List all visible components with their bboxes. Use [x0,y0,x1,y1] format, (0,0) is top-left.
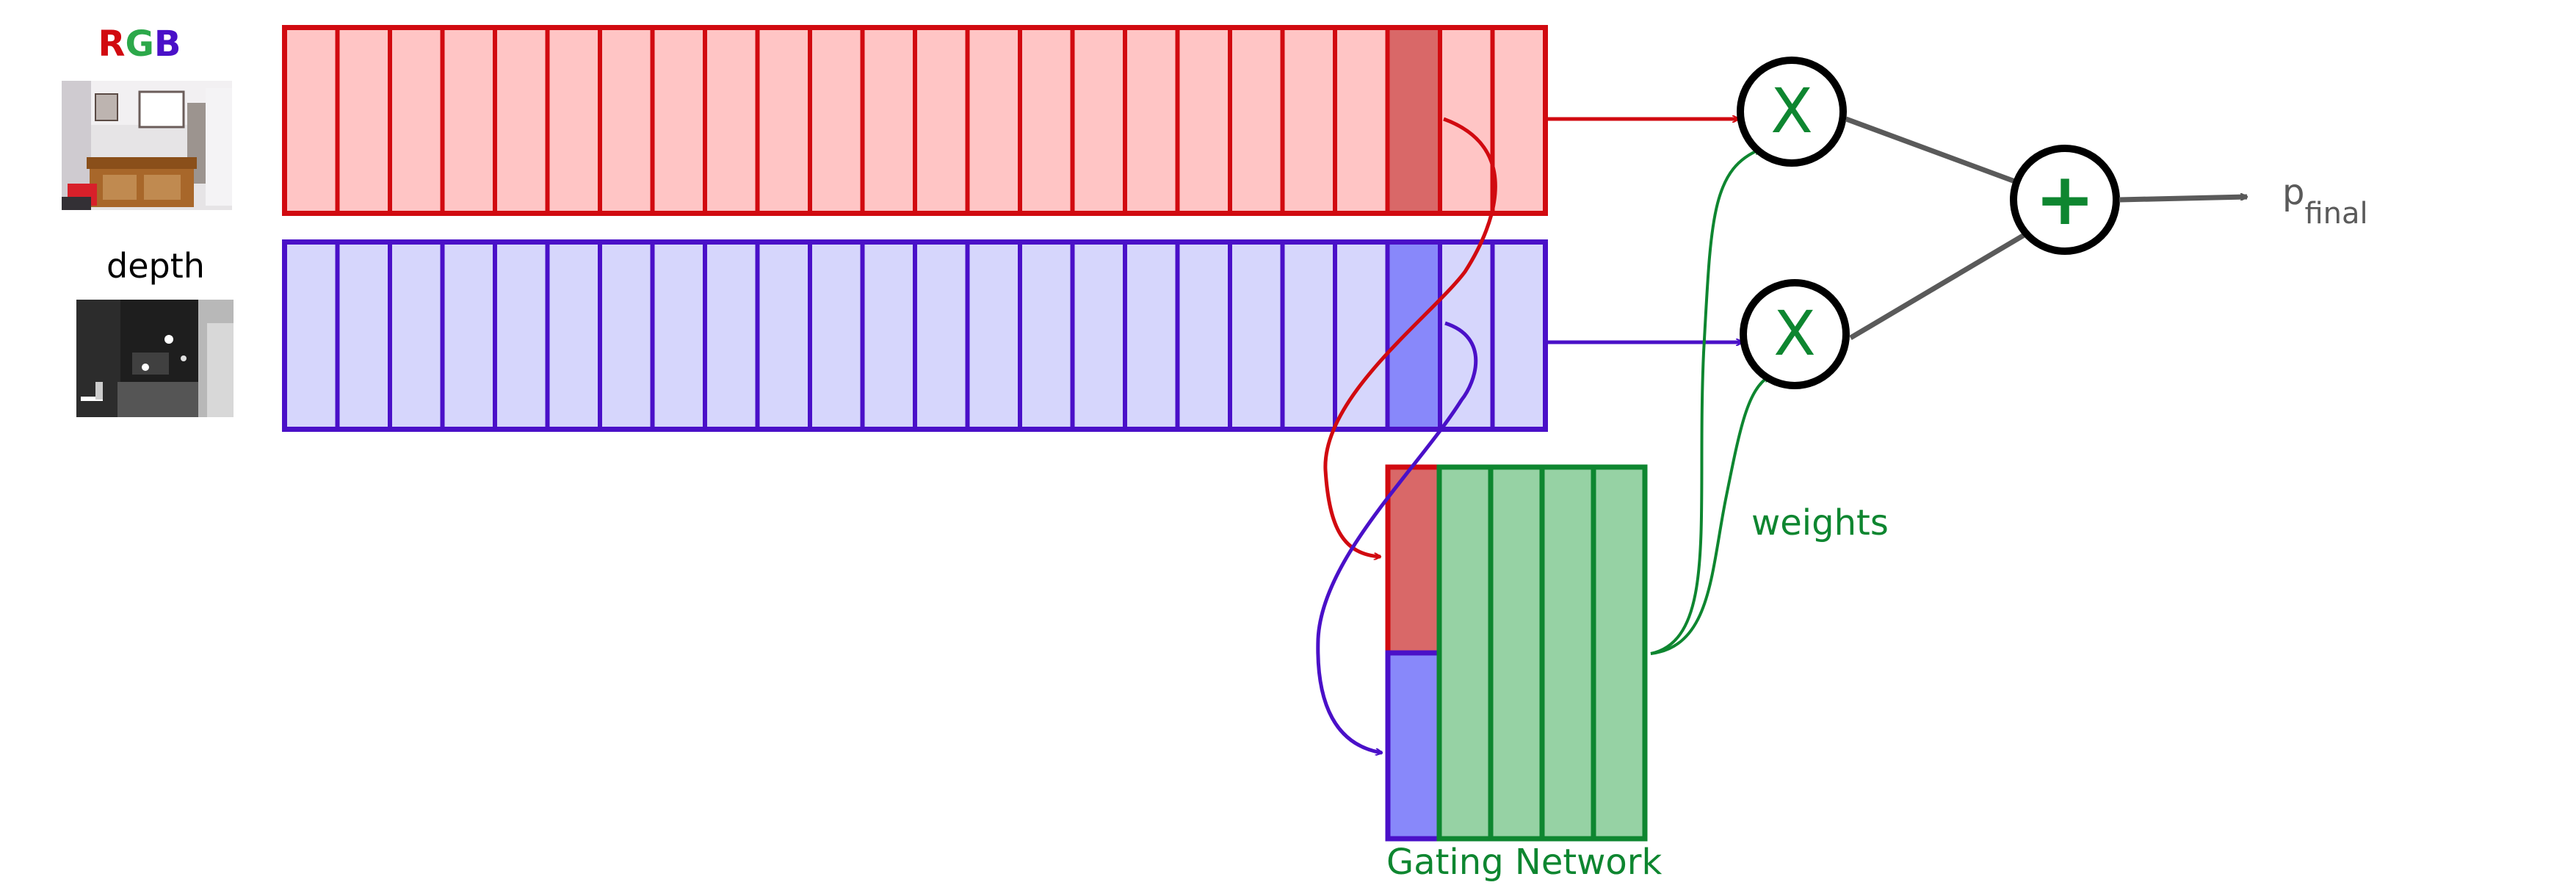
depth-feature-cell [440,240,497,431]
sum-symbol: + [2035,158,2095,242]
rgb-label-g: G [125,24,153,65]
multiply-symbol-depth: X [1773,297,1816,369]
depth-feature-cell [283,240,340,431]
rgb-feature-cell [1070,26,1127,215]
depth-feature-cell [598,240,655,431]
sum-node: + [2010,145,2120,255]
depth-product-to-sum-arrow [1849,226,2034,341]
output-label-sub: final [2304,197,2367,231]
rgb-selected-cell [1385,26,1442,215]
rgb-feature-cell [1280,26,1337,215]
depth-feature-cell [493,240,550,431]
depth-feature-cell [335,240,392,431]
depth-label: depth [106,246,205,286]
rgb-label-b: B [154,24,181,65]
rgb-feature-cell [1228,26,1285,215]
depth-feature-cell [1280,240,1337,431]
rgb-feature-cell [1018,26,1075,215]
depth-input-image [76,300,234,417]
rgb-label-r: R [98,24,126,65]
depth-feature-cell [1070,240,1127,431]
rgb-feature-cell [808,26,865,215]
depth-feature-cell [913,240,970,431]
gating-layer [1436,464,1494,842]
rgb-feature-cell [493,26,550,215]
rgb-label: RGB [98,24,181,65]
multiply-node-rgb: X [1737,57,1847,167]
rgb-feature-cell [1123,26,1180,215]
rgb-feature-cell [440,26,497,215]
rgb-feature-cell [335,26,392,215]
depth-to-gating-arrow [1316,321,1478,753]
rgb-feature-cell [860,26,917,215]
rgb-feature-cell [913,26,970,215]
gating-network-block [1385,464,1648,842]
depth-feature-cell [703,240,760,431]
rgb-feature-cell [1490,26,1547,215]
weight-to-depth-multiply-arrow [1650,375,1770,655]
rgb-product-to-sum-arrow [1845,116,2021,187]
rgb-feature-cell [703,26,760,215]
gating-layer [1591,464,1648,842]
depth-feature-cell [755,240,812,431]
rgb-input-image [62,81,232,210]
output-label-main: p [2282,172,2304,213]
depth-feature-cell [1333,240,1390,431]
output-label: pfinal [2282,172,2368,231]
rgb-to-gating-arrow [1323,117,1497,557]
multiply-symbol-rgb: X [1770,75,1813,147]
rgb-feature-bar [282,25,1548,216]
weights-label: weights [1751,502,1889,543]
output-arrow [2119,197,2247,203]
rgb-feature-cell [388,26,445,215]
depth-feature-cell [388,240,445,431]
depth-feature-cell [545,240,602,431]
gating-network-label: Gating Network [1386,842,1663,883]
depth-feature-cell [1490,240,1547,431]
gating-input-depth [1385,650,1442,842]
depth-feature-cell [1123,240,1180,431]
depth-selected-cell [1385,240,1442,431]
rgb-feature-cell [650,26,707,215]
multiply-node-depth: X [1740,279,1850,389]
depth-feature-cell [1018,240,1075,431]
rgb-feature-cell [598,26,655,215]
gating-input-rgb [1385,464,1442,656]
weight-to-rgb-multiply-arrow [1650,149,1761,655]
depth-feature-cell [1175,240,1232,431]
depth-feature-cell [860,240,917,431]
gating-layer [1539,464,1596,842]
rgb-feature-cell [1333,26,1390,215]
rgb-feature-cell [283,26,340,215]
rgb-feature-cell [1175,26,1232,215]
depth-feature-bar [282,239,1548,432]
depth-feature-cell [1228,240,1285,431]
depth-feature-cell [965,240,1022,431]
depth-feature-cell [650,240,707,431]
depth-feature-cell [808,240,865,431]
gating-layer [1488,464,1545,842]
rgb-feature-cell [545,26,602,215]
rgb-feature-cell [755,26,812,215]
rgb-feature-cell [965,26,1022,215]
